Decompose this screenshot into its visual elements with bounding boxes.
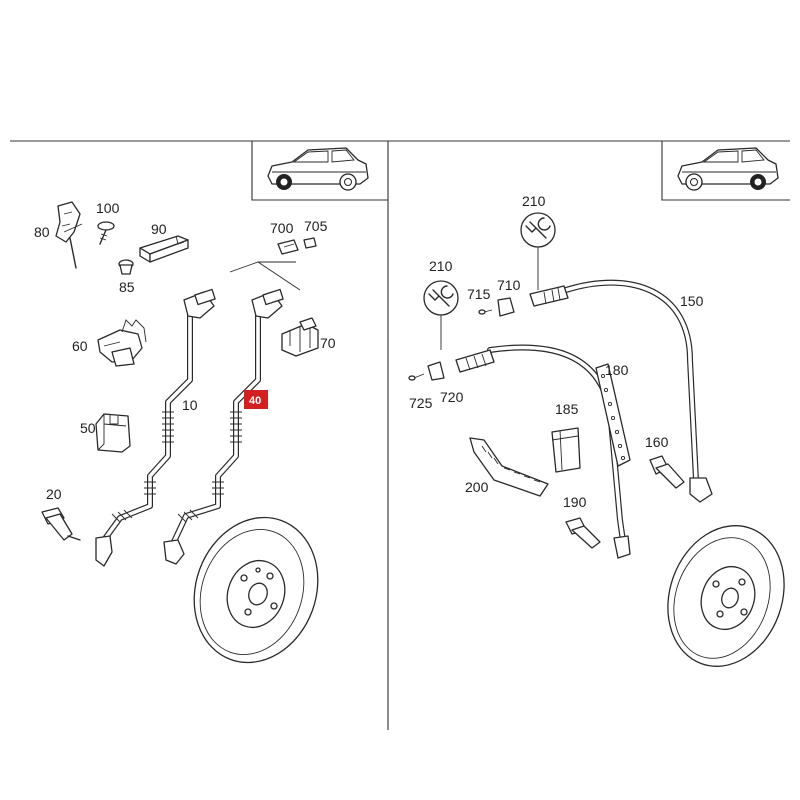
part-label: 100 [96, 200, 120, 216]
part-label: 70 [320, 335, 336, 351]
sensor-cable-150 [529, 279, 713, 503]
part-label: 710 [497, 277, 521, 293]
part-label: 160 [645, 434, 669, 450]
sleeve-part [551, 427, 581, 473]
highlight-badge [244, 390, 268, 409]
vehicle-thumbnail-left [267, 147, 369, 191]
part-label: 190 [563, 494, 587, 510]
part-label: 705 [304, 218, 328, 234]
wrench-icon [520, 212, 556, 248]
panel-frames [10, 140, 790, 730]
part-label: 725 [409, 395, 433, 411]
part-label: 60 [72, 338, 88, 354]
part-label: 90 [151, 221, 167, 237]
retainer-part [281, 317, 319, 357]
clip-part [139, 235, 189, 263]
wrench-icon [423, 280, 459, 316]
part-label: 700 [270, 220, 294, 236]
sensor-cable-180 [455, 344, 631, 559]
part-label: 210 [522, 193, 546, 209]
part-label: 85 [119, 279, 135, 295]
vehicle-thumbnail-right [677, 147, 779, 191]
part-label: 10 [182, 397, 198, 413]
part-label: 720 [440, 389, 464, 405]
small-connector-parts [478, 297, 515, 317]
part-label: 180 [605, 362, 629, 378]
part-label: 715 [467, 286, 491, 302]
bolt-part [565, 517, 601, 549]
screw-part [97, 221, 115, 245]
sensor-cable-10 [95, 288, 216, 567]
sensor-cable-40 [163, 288, 284, 565]
retaining-strip-part [469, 437, 549, 497]
connector-part [229, 237, 317, 291]
brake-disc-left [193, 516, 319, 664]
small-plug-parts [408, 361, 445, 381]
part-label: 20 [46, 486, 62, 502]
bolt-part [41, 507, 81, 541]
mounting-bracket-part [95, 413, 131, 453]
bolt-part [649, 455, 685, 489]
plug-part [118, 259, 134, 275]
part-label: 210 [429, 258, 453, 274]
part-label: 50 [80, 420, 96, 436]
highlighted-part-label: 40 [249, 395, 261, 407]
part-label: 200 [465, 479, 489, 495]
bracket-part [55, 201, 83, 269]
brake-disc-right [667, 525, 785, 667]
part-label: 80 [34, 224, 50, 240]
part-label: 185 [555, 401, 579, 417]
part-label: 150 [680, 293, 704, 309]
holder-part [97, 319, 147, 367]
